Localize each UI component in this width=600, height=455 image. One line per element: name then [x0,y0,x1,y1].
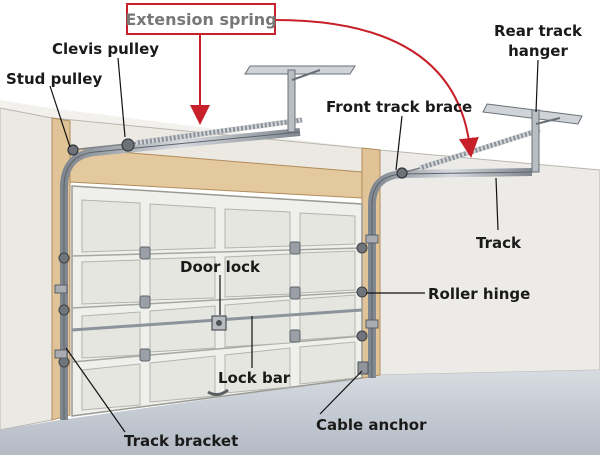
track-label: Track [476,234,522,252]
door-handle [207,388,229,397]
leader-lines [49,57,539,433]
rear-track-hanger-label-line1: Rear track [494,22,583,40]
door-hinges [139,241,301,362]
cable-anchor [357,361,369,375]
track-rollers [58,242,368,368]
left-rear-hanger [244,65,356,133]
track-brackets [54,234,379,359]
rear-track-hanger [482,103,583,173]
stud-pulley [67,144,79,156]
left-extension-spring [135,117,303,146]
floor [0,370,600,455]
stud-pulley-label: Stud pulley [6,70,102,88]
door-lock-label: Door lock [180,258,261,276]
extension-spring-label: Extension spring [125,10,276,29]
lock-bar-label: Lock bar [218,369,291,387]
extension-spring-arrow-right [274,19,479,158]
door-section-seams [71,247,363,363]
left-wall [0,107,53,431]
rear-track-hanger-label-line2: hanger [508,42,568,60]
roller-hinge-label: Roller hinge [428,285,530,303]
right-extension-spring [419,127,541,171]
door-lock-keyhole [216,320,222,326]
left-track-outline [63,131,301,420]
clevis-pulley-label: Clevis pulley [52,40,159,58]
clevis-pulley [121,138,135,152]
front-track-brace-label: Front track brace [326,98,472,116]
right-wall [379,149,600,376]
cable-anchor-label: Cable anchor [316,416,427,434]
track-bracket-label: Track bracket [124,432,238,450]
right-stud-pulley [396,167,408,179]
